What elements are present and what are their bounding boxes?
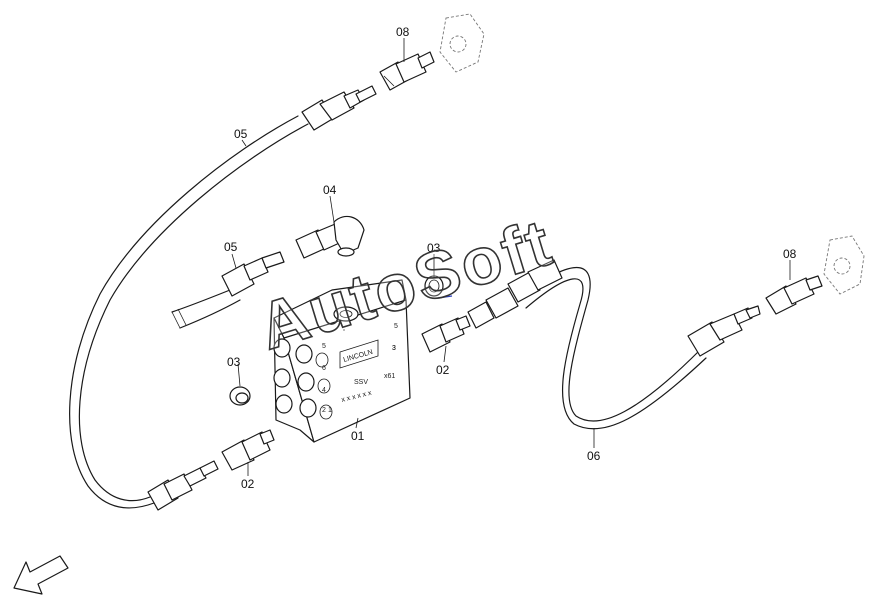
port-label-5b: 5 bbox=[394, 323, 398, 330]
hose-fitting-upper bbox=[301, 85, 377, 131]
distributor-block-01: LINCOLN 5 6 3 4 2 1 5 3 SSV x61 x x x x … bbox=[273, 279, 411, 443]
direction-arrow-icon bbox=[13, 555, 69, 595]
port-label-6: 6 bbox=[322, 365, 326, 372]
callout-03-right: 03 bbox=[427, 241, 441, 255]
hose-05-long bbox=[69, 85, 377, 511]
hose-fitting-lower bbox=[147, 460, 219, 511]
block-text-x61: x61 bbox=[384, 373, 395, 380]
block-text-ssv: SSV bbox=[354, 379, 368, 386]
leader-lines bbox=[231, 38, 791, 476]
port-label-2: 2 bbox=[322, 407, 326, 414]
callout-03-left: 03 bbox=[227, 355, 241, 369]
callout-labels: 08 05 04 05 03 02 03 01 02 08 06 bbox=[224, 25, 797, 491]
callout-05-long: 05 bbox=[234, 127, 248, 141]
callout-01: 01 bbox=[351, 429, 365, 443]
callout-05-short: 05 bbox=[224, 240, 238, 254]
hose-06 bbox=[467, 259, 761, 430]
hose-05-short bbox=[171, 251, 285, 329]
connector-02-bottom bbox=[221, 429, 275, 471]
plug-03-left bbox=[229, 386, 251, 406]
callout-02-bottom: 02 bbox=[241, 477, 255, 491]
port-label-4: 4 bbox=[322, 387, 326, 394]
callout-08-right: 08 bbox=[783, 247, 797, 261]
callout-04: 04 bbox=[323, 183, 337, 197]
port-label-3b: 3 bbox=[392, 345, 396, 352]
connector-08-right bbox=[765, 275, 823, 315]
connector-02-right bbox=[421, 315, 471, 353]
connector-08-top bbox=[379, 51, 435, 91]
mounting-nut-top bbox=[439, 13, 485, 73]
port-label-3a: 3 bbox=[392, 345, 396, 352]
port-label-5a: 5 bbox=[322, 343, 326, 350]
callout-02-right: 02 bbox=[436, 363, 450, 377]
elbow-fitting-04 bbox=[295, 215, 365, 259]
mounting-nut-right bbox=[823, 235, 865, 295]
callout-06: 06 bbox=[587, 449, 601, 463]
block-ports bbox=[273, 338, 333, 420]
port-label-1: 1 bbox=[328, 407, 332, 414]
callout-08-top: 08 bbox=[396, 25, 410, 39]
